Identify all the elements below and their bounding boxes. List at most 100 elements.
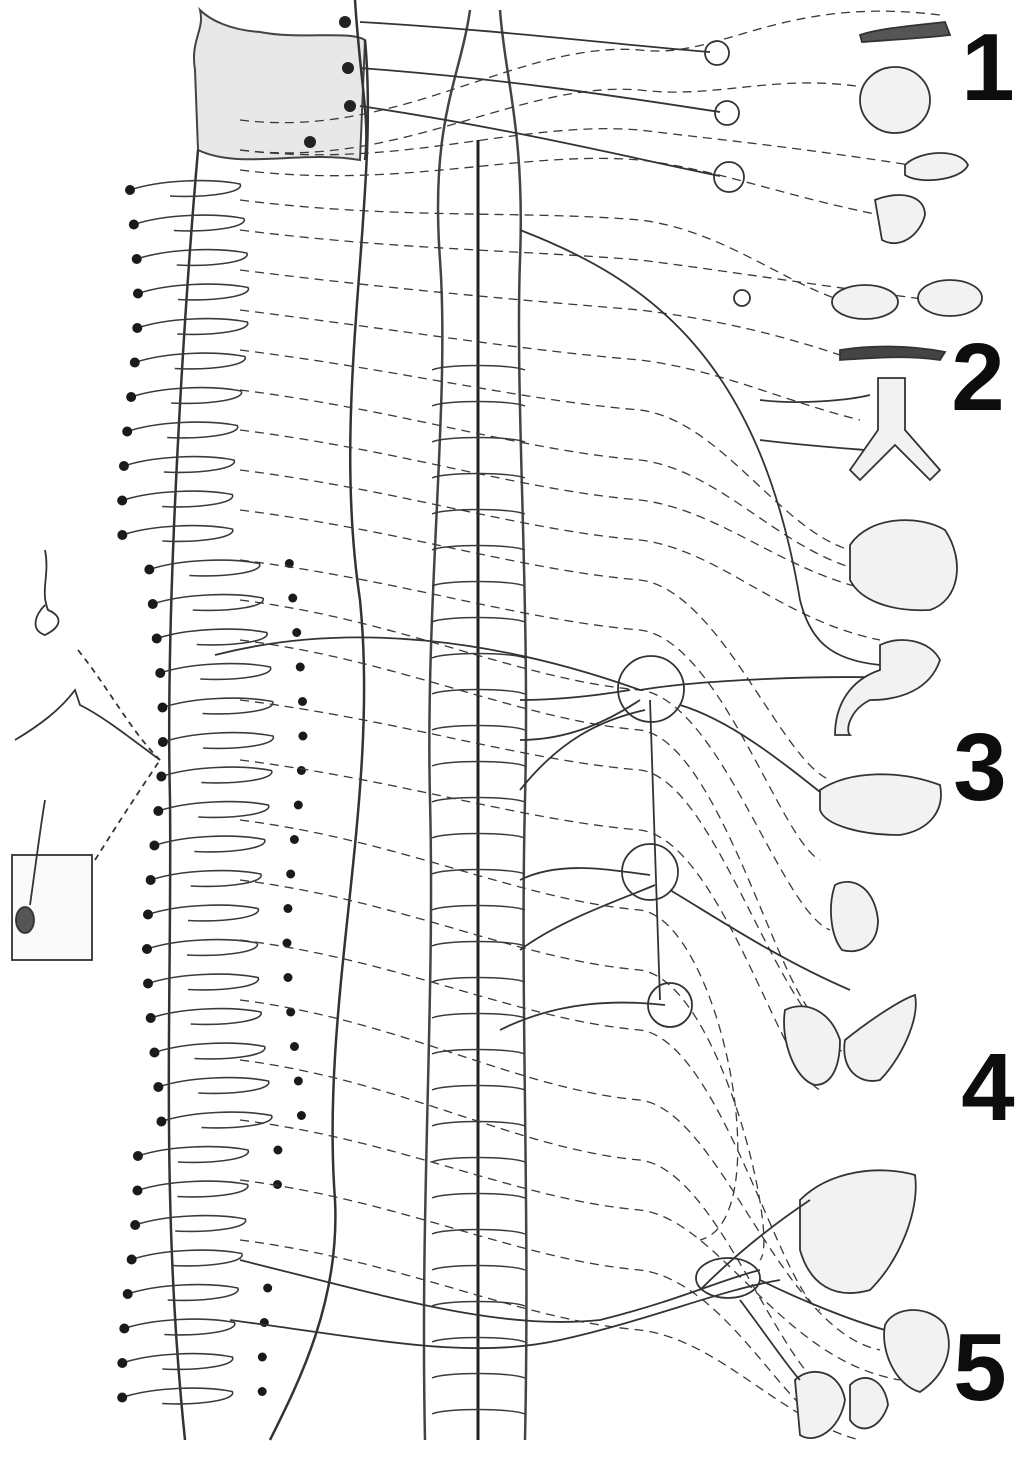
nerve-root-loop <box>135 353 245 369</box>
dashed-fiber <box>240 158 880 215</box>
region-label-1: 1 <box>948 20 1028 116</box>
horn-cell-dot <box>273 1146 282 1155</box>
nerve-root-loop <box>147 940 257 956</box>
nerve-root-loop <box>158 1078 268 1094</box>
skin-effectors <box>12 550 160 960</box>
root-ganglion-dot <box>133 289 143 299</box>
root-ganglion-dot <box>146 875 156 885</box>
preganglionic-fibers <box>215 22 900 1348</box>
nerve-root-loop <box>153 595 263 611</box>
horn-cell-dot <box>286 870 295 879</box>
nerve-roots <box>117 181 307 1404</box>
horn-cell-dot <box>258 1353 267 1362</box>
nerve-root-loop <box>122 491 232 507</box>
root-ganglion-dot <box>155 668 165 678</box>
horn-cell-dot <box>292 628 301 637</box>
nerve-root-loop <box>149 560 259 576</box>
horn-cell-dot <box>283 904 292 913</box>
dashed-fiber <box>240 760 820 1090</box>
root-ganglion-dot <box>146 1013 156 1023</box>
nerve-root-loop <box>154 1043 264 1059</box>
root-ganglion-dot <box>117 1393 127 1403</box>
root-ganglion-dot <box>123 1289 133 1299</box>
root-ganglion-dot <box>129 220 139 230</box>
root-ganglion-dot <box>127 1255 137 1265</box>
root-ganglion-dot <box>125 185 135 195</box>
dashed-fiber <box>240 940 820 1310</box>
horn-cell-dot <box>290 835 299 844</box>
dashed-fiber <box>240 230 930 300</box>
root-ganglion-dot <box>152 634 162 644</box>
nerve-root-loop <box>163 698 273 714</box>
nerve-root-loop <box>148 974 258 990</box>
dashed-fiber <box>240 1240 860 1440</box>
nerve-root-loop <box>148 905 258 921</box>
horn-cell-dot <box>297 766 306 775</box>
horn-cell-dot <box>297 1111 306 1120</box>
nerve-root-loop <box>135 1216 245 1232</box>
dashed-fiber <box>240 640 820 1020</box>
nerve-root-loop <box>151 871 261 887</box>
dashed-fiber <box>240 470 880 640</box>
root-ganglion-dot <box>153 1082 163 1092</box>
nerve-root-loop <box>134 215 244 231</box>
nerve-root-loop <box>158 802 268 818</box>
ganglia <box>618 41 760 1298</box>
region-label-4: 4 <box>948 1040 1028 1136</box>
dashed-fiber <box>240 880 764 1260</box>
horn-cell-dot <box>263 1284 272 1293</box>
horn-cell-dot <box>283 939 292 948</box>
dashed-fiber <box>240 1060 840 1400</box>
horn-cell-dot <box>283 973 292 982</box>
nerve-root-loop <box>131 388 241 404</box>
nerve-root-loop <box>137 1181 247 1197</box>
nerve-root-loop <box>151 1009 261 1025</box>
nerve-root-loop <box>128 1285 238 1301</box>
nerve-root-loop <box>161 767 271 783</box>
nerve-root-loop <box>161 1112 271 1128</box>
nerve-root-loop <box>157 629 267 645</box>
root-ganglion-dot <box>132 1186 142 1196</box>
root-ganglion-dot <box>158 703 168 713</box>
root-ganglion-dot <box>133 1151 143 1161</box>
horn-cell-dot <box>294 1077 303 1086</box>
root-ganglion-dot <box>117 1358 127 1368</box>
horn-cell-dot <box>294 801 303 810</box>
root-ganglion-dot <box>149 841 159 851</box>
dashed-fiber <box>240 820 738 1240</box>
dashed-fiber <box>240 310 860 420</box>
nerve-root-loop <box>137 250 247 266</box>
root-ganglion-dot <box>143 910 153 920</box>
horn-cell-dot <box>258 1387 267 1396</box>
region-label-3: 3 <box>940 720 1020 816</box>
horn-cell-dot <box>288 594 297 603</box>
dashed-fiber <box>240 700 860 1060</box>
horn-cell-dot <box>286 1008 295 1017</box>
root-ganglion-dot <box>132 323 142 333</box>
root-ganglion-dot <box>142 944 152 954</box>
dashed-fiber <box>240 560 820 860</box>
root-ganglion-dot <box>130 1220 140 1230</box>
root-ganglion-dot <box>158 737 168 747</box>
nerve-root-loop <box>124 457 234 473</box>
root-ganglion-dot <box>117 530 127 540</box>
nerve-root-loop <box>137 319 247 335</box>
dashed-fiber <box>240 430 870 590</box>
horn-cell-dot <box>290 1042 299 1051</box>
root-ganglion-dot <box>130 358 140 368</box>
root-ganglion-dot <box>119 1324 129 1334</box>
root-ganglion-dot <box>153 806 163 816</box>
spinal-cord <box>169 0 368 1440</box>
root-ganglion-dot <box>126 392 136 402</box>
dashed-fiber <box>240 1180 820 1420</box>
nerve-root-loop <box>130 181 240 197</box>
root-ganglion-dot <box>143 979 153 989</box>
nerve-root-loop <box>163 733 273 749</box>
nerve-root-loop <box>138 1147 248 1163</box>
root-ganglion-dot <box>144 565 154 575</box>
root-ganglion-dot <box>156 1117 166 1127</box>
dashed-fiber <box>240 270 840 355</box>
root-ganglion-dot <box>119 461 129 471</box>
